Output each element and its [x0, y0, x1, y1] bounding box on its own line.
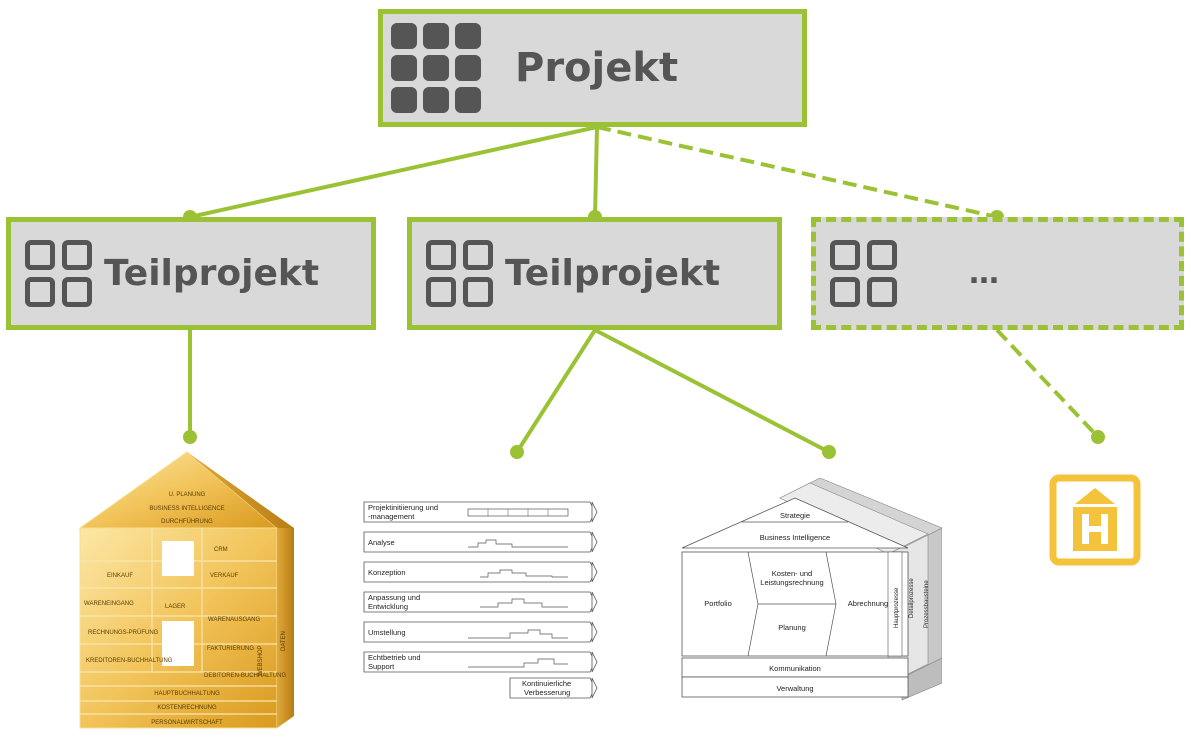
portfolio-label: Portfolio [704, 599, 732, 608]
gold-label-fakturierung: FAKTURIERUNG [207, 646, 254, 652]
project-node[interactable]: Projekt [378, 9, 807, 127]
planung-label: Planung [778, 623, 806, 632]
h-logo-icon [1049, 474, 1141, 566]
phase-row-2: Analyse [363, 531, 598, 553]
phase-row-4: Anpassung und Entwicklung [363, 591, 598, 613]
subproject-node-3[interactable]: … [811, 217, 1184, 330]
side-label-prozessbausteine: Prozessbausteine [924, 580, 930, 628]
gold-label-daten: DATEN [281, 631, 287, 651]
subproject-2-icon [426, 240, 493, 307]
side-label-detailprozesse: Detailprozesse [909, 578, 915, 618]
gold-label-wareneingang: WARENEINGANG [84, 601, 134, 607]
gold-label-webshop: WEBSHOP [258, 645, 264, 676]
phase-row-5: Umstellung [363, 621, 598, 643]
subproject-3-icon [830, 240, 897, 307]
kommunikation-label: Kommunikation [769, 664, 821, 673]
phase-6-label-a: Echtbetrieb und [368, 653, 421, 662]
bi-label: Business Intelligence [760, 533, 830, 542]
gold-house-graphic: U. PLANUNG BUSINESS INTELLIGENCE DURCHFÜ… [78, 451, 294, 729]
gold-label-kreditoren: KREDITOREN-BUCHHALTUNG [86, 658, 173, 664]
kosten-label-a: Kosten- und [772, 569, 812, 578]
gold-label-bi: BUSINESS INTELLIGENCE [149, 506, 224, 512]
phase-6-label-b: Support [368, 662, 395, 671]
gold-label-rechnungspruefung: RECHNUNGS-PRÜFUNG [88, 629, 159, 636]
gold-label-personal: PERSONALWIRTSCHAFT [151, 720, 223, 726]
gold-label-hauptbuch: HAUPTBUCHHALTUNG [154, 691, 220, 697]
phase-row-1: Projektinitiierung und -management [363, 501, 598, 523]
subproject-node-1[interactable]: Teilprojekt [6, 217, 376, 330]
gold-label-planung: U. PLANUNG [169, 492, 206, 498]
gold-label-warenausgang: WARENAUSGANG [208, 617, 260, 623]
phase-row-3: Konzeption [363, 561, 598, 583]
project-title: Projekt [515, 45, 679, 91]
gold-label-kostenrechnung: KOSTENRECHNUNG [157, 705, 217, 711]
gold-label-einkauf: EINKAUF [107, 573, 133, 579]
subproject-node-2[interactable]: Teilprojekt [407, 217, 782, 330]
side-label-hauptprozesse: Hauptprozesse [894, 587, 900, 628]
gold-label-durchfuehrung: DURCHFÜHRUNG [161, 518, 213, 525]
phase-1-label-b: -management [368, 512, 415, 521]
phase-7-label-b: Verbesserung [524, 688, 570, 697]
gold-label-crm: CRM [214, 547, 228, 553]
verwaltung-label: Verwaltung [776, 684, 813, 693]
phase-4-label-b: Entwicklung [368, 602, 408, 611]
phase-5-label: Umstellung [368, 628, 406, 637]
strategie-label: Strategie [780, 511, 810, 520]
phase-row-6: Echtbetrieb und Support [363, 651, 598, 673]
process-house-graphic: Strategie Business Intelligence Portfoli… [681, 478, 942, 701]
abrechnung-label: Abrechnung [848, 599, 888, 608]
subproject-3-title: … [969, 256, 999, 291]
kosten-label-b: Leistungsrechnung [760, 578, 823, 587]
phases-diagram: Projektinitiierung und -management Analy… [363, 501, 598, 699]
subproject-2-title: Teilprojekt [505, 253, 721, 294]
phase-3-label: Konzeption [368, 568, 406, 577]
phase-4-label-a: Anpassung und [368, 593, 420, 602]
phase-1-label-a: Projektinitiierung und [368, 503, 438, 512]
gold-label-lager: LAGER [165, 604, 186, 610]
phase-2-label: Analyse [368, 538, 395, 547]
project-grid-icon [391, 23, 481, 113]
phase-7-label-a: Kontinuierliche [522, 679, 571, 688]
phase-row-7: Kontinuierliche Verbesserung [509, 677, 598, 699]
gold-label-debitoren: DEBITOREN-BUCHHALTUNG [204, 673, 286, 679]
gold-label-verkauf: VERKAUF [210, 573, 239, 579]
subproject-1-title: Teilprojekt [104, 253, 320, 294]
subproject-1-icon [25, 240, 92, 307]
